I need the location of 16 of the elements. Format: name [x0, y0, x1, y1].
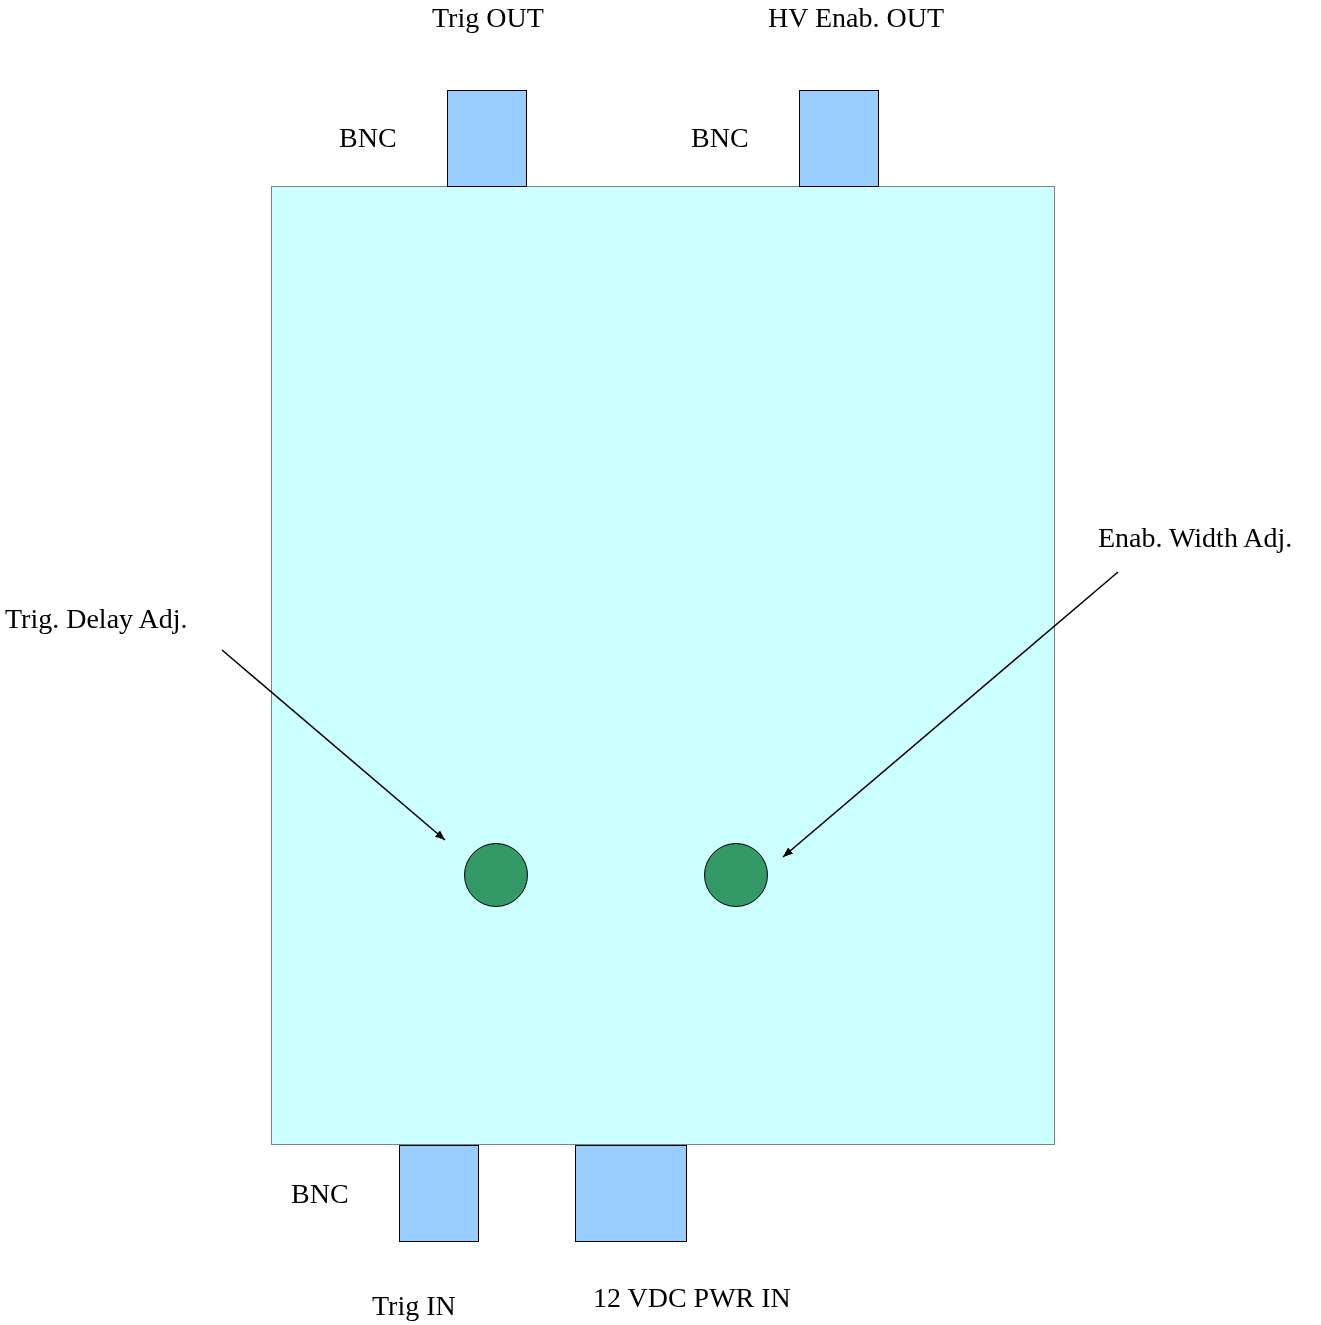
- connector-block: [447, 90, 527, 187]
- connector-label: 12 VDC PWR IN: [593, 1282, 791, 1314]
- connector-block: [575, 1145, 687, 1242]
- device-enclosure: [271, 186, 1055, 1145]
- connector-label: BNC: [291, 1178, 349, 1210]
- callout-label: Enab. Width Adj.: [1098, 522, 1293, 554]
- connector-label: BNC: [339, 122, 397, 154]
- leader-line: [221, 649, 446, 841]
- callout-label: Trig. Delay Adj.: [5, 603, 188, 635]
- connector-label: Trig IN: [372, 1290, 456, 1322]
- connector-block: [799, 90, 879, 187]
- connector-label: HV Enab. OUT: [768, 2, 944, 34]
- leader-line: [782, 571, 1119, 858]
- connector-block: [399, 1145, 479, 1242]
- connector-label: Trig OUT: [432, 2, 544, 34]
- connector-label: BNC: [691, 122, 749, 154]
